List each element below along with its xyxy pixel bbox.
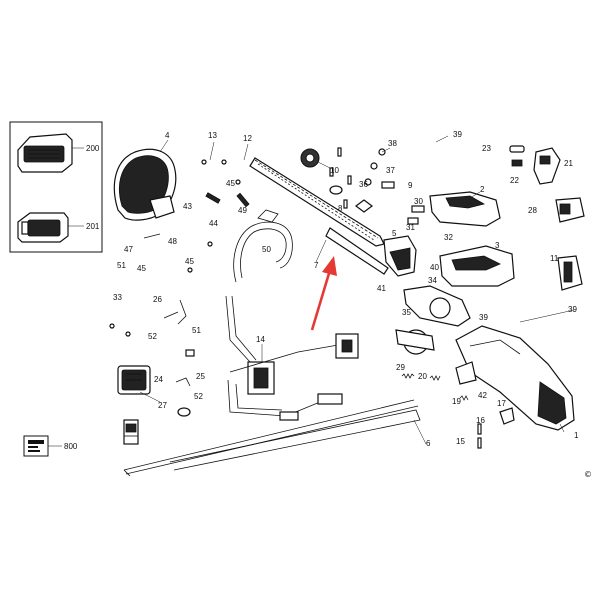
callout-51a: 51 [117, 261, 126, 270]
callout-37: 37 [386, 166, 395, 175]
callout-38: 38 [388, 139, 397, 148]
blade-assembly [249, 157, 389, 275]
leader-lines [139, 135, 575, 445]
callout-29: 29 [396, 363, 405, 372]
callout-45a: 45 [226, 179, 235, 188]
motor [117, 365, 151, 395]
callout-28: 28 [528, 206, 537, 215]
gear [300, 148, 331, 169]
callout-50: 50 [262, 245, 271, 254]
wiring-harness [225, 295, 359, 421]
callout-51b: 51 [192, 326, 201, 335]
callout-14: 14 [256, 335, 265, 344]
callout-31: 31 [406, 223, 415, 232]
copyright-mark: © [584, 470, 592, 479]
callout-7: 7 [314, 261, 319, 270]
callout-labels: 200 201 800 4 13 12 45 43 49 44 48 47 50… [64, 130, 592, 479]
callout-27: 27 [158, 401, 167, 410]
callout-33: 33 [113, 293, 122, 302]
callout-20: 20 [418, 372, 427, 381]
callout-16: 16 [476, 416, 485, 425]
switch-parts [509, 145, 585, 291]
callout-26: 26 [153, 295, 162, 304]
callout-34: 34 [428, 276, 437, 285]
callout-45c: 45 [137, 264, 146, 273]
accessory-box [9, 121, 103, 253]
springs [401, 373, 469, 401]
callout-21: 21 [564, 159, 573, 168]
front-handle [113, 148, 177, 221]
callout-13: 13 [208, 131, 217, 140]
callout-9: 9 [408, 181, 413, 190]
callout-201: 201 [86, 222, 100, 231]
callout-35: 35 [402, 308, 411, 317]
callout-36: 36 [359, 180, 368, 189]
main-body [455, 325, 575, 431]
red-arrow [310, 256, 337, 331]
callout-12: 12 [243, 134, 252, 143]
callout-40: 40 [430, 263, 439, 272]
hand-guard [233, 209, 293, 283]
gear-housing [395, 285, 471, 355]
small-parts [329, 147, 395, 213]
power-cord [123, 399, 421, 477]
callout-39b: 39 [479, 313, 488, 322]
drive-gear [123, 419, 139, 445]
callout-45b: 45 [185, 257, 194, 266]
callout-52a: 52 [148, 332, 157, 341]
callout-3: 3 [495, 241, 500, 250]
battery-icon [17, 212, 69, 243]
callout-11: 11 [550, 254, 559, 263]
callout-30: 30 [414, 197, 423, 206]
callout-42: 42 [478, 391, 487, 400]
manual-icon [23, 435, 62, 457]
callout-39a: 39 [453, 130, 462, 139]
callout-39c: 39 [568, 305, 577, 314]
upper-housing [407, 191, 501, 227]
callout-19: 19 [452, 397, 461, 406]
callout-24: 24 [154, 375, 163, 384]
callout-52b: 52 [194, 392, 203, 401]
callout-10: 10 [330, 166, 339, 175]
callout-32: 32 [444, 233, 453, 242]
callout-49: 49 [238, 206, 247, 215]
callout-22: 22 [510, 176, 519, 185]
callout-48: 48 [168, 237, 177, 246]
callout-15: 15 [456, 437, 465, 446]
callout-2: 2 [480, 185, 485, 194]
callout-41: 41 [377, 284, 386, 293]
callout-23: 23 [482, 144, 491, 153]
callout-5: 5 [392, 229, 397, 238]
lower-housing [439, 245, 515, 287]
charger-icon [17, 133, 73, 173]
callout-4: 4 [165, 131, 170, 140]
callout-800: 800 [64, 442, 78, 451]
blade-guard [383, 235, 417, 277]
callout-8: 8 [338, 204, 343, 213]
callout-44: 44 [209, 219, 218, 228]
callout-200: 200 [86, 144, 100, 153]
callout-6: 6 [426, 439, 431, 448]
callout-1: 1 [574, 431, 579, 440]
callout-25: 25 [196, 372, 205, 381]
latch-parts [477, 407, 515, 449]
fasteners [109, 159, 250, 417]
callout-17: 17 [497, 399, 506, 408]
callout-47: 47 [124, 245, 133, 254]
callout-43: 43 [183, 202, 192, 211]
